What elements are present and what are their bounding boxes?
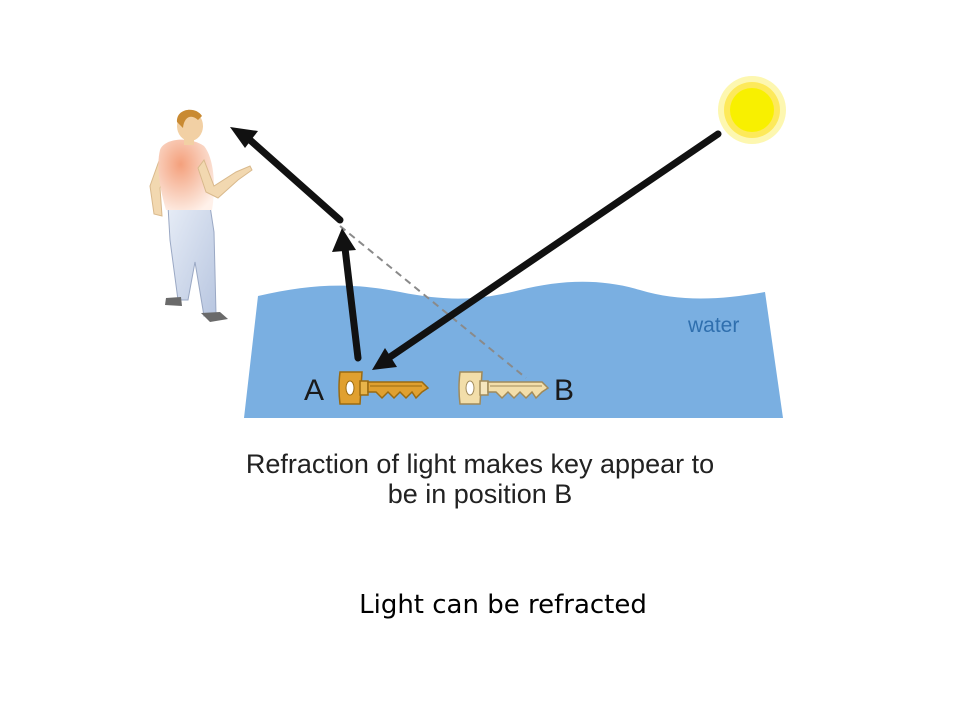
water-label: water (687, 314, 739, 337)
slide-caption: Light can be refracted (359, 590, 647, 620)
sun-icon (718, 76, 786, 144)
key-icon (458, 371, 550, 405)
virtual-ray-dashed (339, 225, 527, 379)
incident-ray-arrow (372, 130, 722, 370)
position-b-label: B (554, 374, 574, 407)
observed-ray-arrow (230, 127, 344, 224)
key-icon (338, 371, 430, 405)
diagram-caption-line-1: Refraction of light makes key appear to (245, 449, 715, 479)
diagram-caption-line-2: be in position B (387, 479, 573, 509)
refracted-ray-arrow (332, 228, 362, 362)
person-icon (149, 109, 253, 322)
position-a-label: A (304, 374, 324, 407)
